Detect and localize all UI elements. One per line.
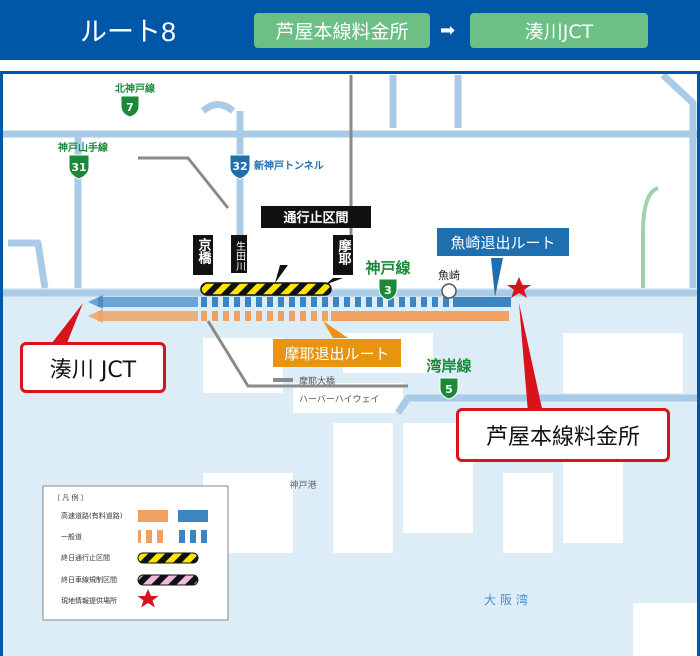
legend-star-icon xyxy=(137,589,159,608)
closure-section xyxy=(200,282,332,296)
route-title: ルート8 xyxy=(80,17,177,47)
start-callout: 芦屋本線料金所 xyxy=(456,408,670,462)
destination-label: 湊川JCT xyxy=(470,13,648,48)
route-name-5: 湾岸線 xyxy=(426,357,471,375)
legend: 〔 凡 例 〕 高速道路(有料道路) 一般道 終日通行止区間 終日車線規制区間 … xyxy=(42,485,229,621)
harbor-highway-label: ハーバーハイウェイ xyxy=(299,394,380,405)
svg-text:7: 7 xyxy=(126,101,134,114)
arrow-right-icon: ➡ xyxy=(440,20,456,41)
route-shield-3-icon: 3 xyxy=(378,278,398,301)
legend-closure: 終日通行止区間 xyxy=(61,553,110,562)
route-name-32: 新神戸トンネル xyxy=(254,159,324,172)
svg-text:3: 3 xyxy=(384,284,392,297)
route-shield-31-icon: 31 xyxy=(68,154,90,180)
maya-label: 摩耶 xyxy=(336,238,352,266)
blue-general-road xyxy=(201,297,453,307)
maya-exit-label: 摩耶退出ルート xyxy=(284,345,389,363)
route-name-31: 神戸山手線 xyxy=(58,141,108,154)
uozaki-label: 魚崎 xyxy=(438,268,460,282)
orange-maya-exit-route xyxy=(331,311,509,321)
route-name-3: 神戸線 xyxy=(365,259,410,277)
svg-text:32: 32 xyxy=(232,160,247,173)
svg-text:31: 31 xyxy=(71,161,86,174)
closure-label-box xyxy=(261,206,371,228)
kobe-port-label: 神戸港 xyxy=(289,479,316,491)
maya-exit-box xyxy=(273,339,401,367)
blue-uozaki-exit-route xyxy=(453,297,511,307)
blue-route-west xyxy=(98,297,198,307)
green-road xyxy=(641,186,659,288)
legend-info-point: 現地情報提供場所 xyxy=(61,596,117,605)
header-bar: ルート8 芦屋本線料金所 ➡ 湊川JCT xyxy=(0,0,700,60)
legend-expressway: 高速道路(有料道路) xyxy=(61,511,123,520)
end-callout: 湊川 JCT xyxy=(20,342,166,393)
svg-text:5: 5 xyxy=(445,383,453,396)
ikutagawa-label: 生田川 xyxy=(234,240,246,271)
route-shield-7-icon: 7 xyxy=(120,95,140,118)
expressway-network xyxy=(3,74,697,415)
route-shield-32-icon: 32 xyxy=(229,154,251,180)
route-name-7: 北神戸線 xyxy=(115,82,155,95)
route-map: 7 北神戸線 31 神戸山手線 32 新神戸トンネル 3 神戸線 5 湾岸線 通… xyxy=(0,71,700,656)
origin-label: 芦屋本線料金所 xyxy=(254,13,430,48)
info-point-star-icon xyxy=(507,277,531,298)
osaka-bay-label: 大阪湾 xyxy=(484,592,532,607)
orange-general-road xyxy=(201,311,331,321)
legend-title: 〔 凡 例 〕 xyxy=(53,493,88,502)
uozaki-point xyxy=(441,283,457,299)
legend-lane-restriction: 終日車線規制区間 xyxy=(61,575,117,584)
kyobashi-label: 京橋 xyxy=(196,237,212,265)
closure-label: 通行止区間 xyxy=(283,210,348,226)
uozaki-exit-label: 魚崎退出ルート xyxy=(450,234,555,252)
legend-general-road: 一般道 xyxy=(61,532,82,541)
route-shield-5-icon: 5 xyxy=(439,377,459,400)
orange-route-west xyxy=(98,311,198,321)
uozaki-exit-box xyxy=(437,228,569,256)
maya-bridge-label: 摩耶大橋 xyxy=(299,375,335,387)
